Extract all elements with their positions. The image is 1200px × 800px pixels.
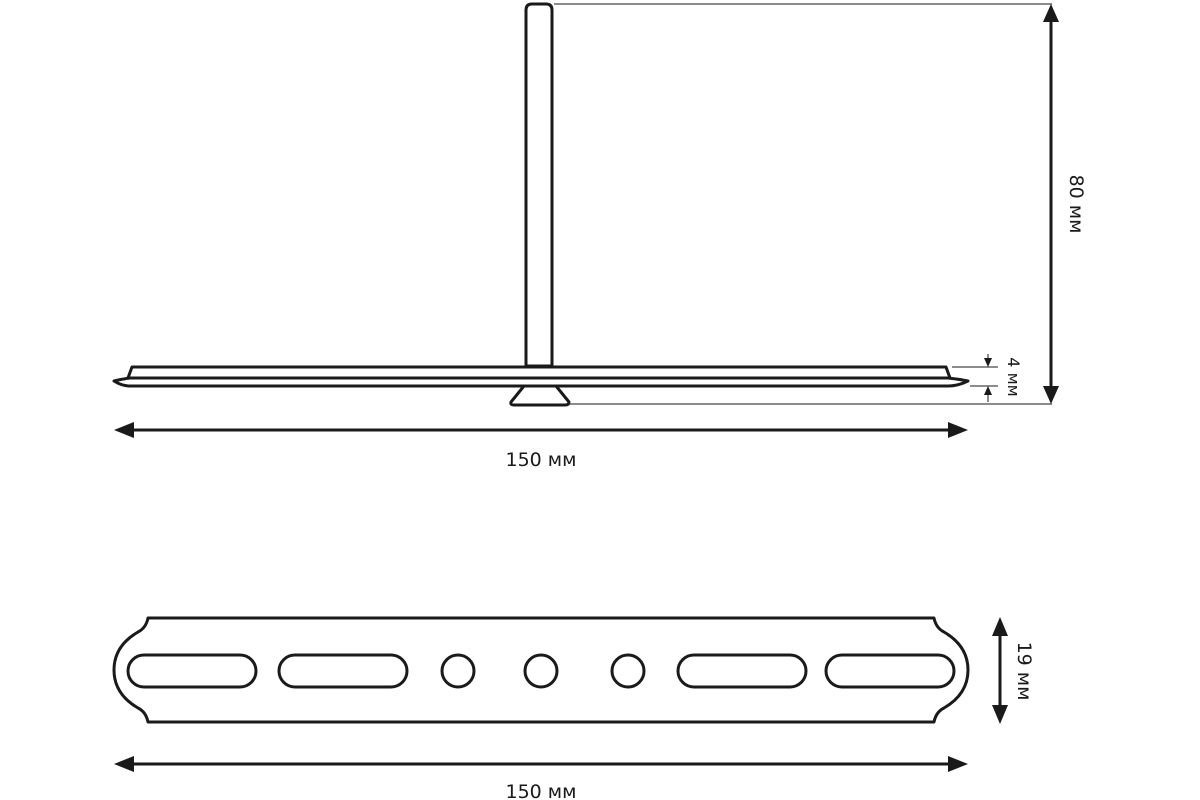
height-dimension: 80 мм <box>1043 4 1087 404</box>
vertical-post <box>524 2 554 368</box>
height-label: 80 мм <box>1065 175 1087 234</box>
round-hole <box>523 653 559 689</box>
side-width-dimension: 150 мм <box>114 422 968 471</box>
slot-hole <box>277 653 409 689</box>
round-hole <box>440 653 476 689</box>
arrow-down-icon <box>1043 386 1059 404</box>
round-hole <box>610 653 646 689</box>
thickness-label: 4 мм <box>1004 357 1023 396</box>
arrow-up-small-icon <box>984 386 992 395</box>
top-height-dimension: 19 мм <box>992 617 1035 724</box>
arrow-down-small-icon <box>984 358 992 367</box>
arrow-up-icon <box>1043 4 1059 22</box>
top-width-label: 150 мм <box>506 781 577 800</box>
countersunk-head <box>509 384 571 407</box>
arrow-right-icon <box>948 422 968 438</box>
slot-hole <box>824 653 956 689</box>
arrow-right-icon <box>948 756 968 772</box>
base-plate-rim <box>112 376 970 388</box>
slot-hole <box>126 653 258 689</box>
thickness-dimension: 4 мм <box>984 354 1023 402</box>
top-width-dimension: 150 мм <box>114 756 968 800</box>
arrow-up-icon <box>992 617 1008 636</box>
slot-hole <box>676 653 808 689</box>
top-view: 19 мм 150 мм <box>112 616 1035 800</box>
arrow-left-icon <box>114 422 134 438</box>
side-width-label: 150 мм <box>506 449 577 471</box>
arrow-left-icon <box>114 756 134 772</box>
base-plate <box>126 365 952 380</box>
arrow-down-icon <box>992 705 1008 724</box>
side-view: 80 мм 4 мм 150 мм <box>112 2 1087 471</box>
top-height-label: 19 мм <box>1013 642 1035 701</box>
